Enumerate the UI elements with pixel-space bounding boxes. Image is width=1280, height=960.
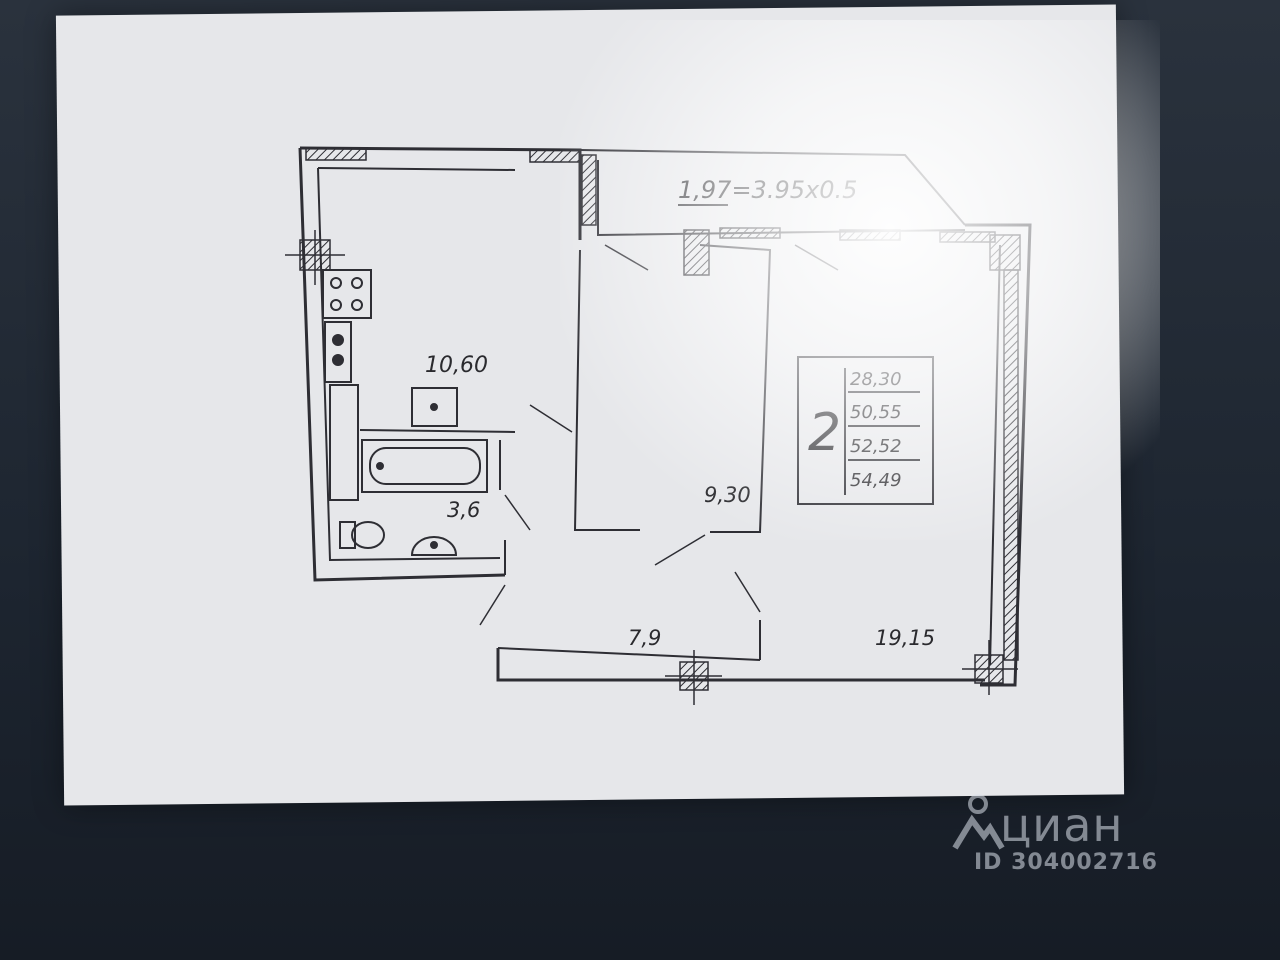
wall-left [298, 147, 506, 582]
watermark: циан ID 304002716 [950, 790, 1190, 890]
bathtub-icon [361, 439, 488, 493]
watermark-brand: циан [1000, 798, 1124, 852]
kitchen-cabinet-icon [329, 384, 359, 501]
wall-bottom-inner [497, 647, 761, 661]
washbasin-icon [410, 536, 458, 556]
kitchen-sink-icon [411, 387, 458, 427]
wall-bathroom-top [359, 429, 516, 433]
hall-area-label: 7,9 [628, 626, 661, 650]
door-balcony-right [794, 244, 839, 271]
column-hatch-1 [683, 229, 710, 276]
bedroom-area-label: 9,30 [704, 483, 751, 507]
window-hatch-3 [839, 229, 901, 241]
stove-icon [322, 269, 372, 319]
kitchen-area-label: 10,60 [425, 353, 488, 378]
wall-top-left-inner [317, 167, 516, 171]
door-entry [479, 584, 506, 626]
cian-logo-icon [952, 794, 1005, 850]
toilet-icon [339, 521, 356, 549]
watermark-listing-id: ID 304002716 [974, 850, 1158, 875]
door-bathroom [504, 494, 531, 531]
door-balcony-left [604, 244, 649, 271]
balcony-formula: 1,97=3.95x0.5 [678, 176, 857, 204]
kitchen-counter-icon [324, 321, 352, 383]
wall-right-inner [989, 244, 1001, 666]
wall-hatch-top-mid [529, 149, 581, 163]
door-living [734, 571, 761, 613]
door-bedroom [654, 534, 706, 566]
window-hatch-1 [719, 227, 781, 239]
wall-bottom [496, 648, 985, 682]
wall-hatch-right [1003, 269, 1019, 661]
wall-hatch-top-left [305, 147, 367, 161]
wall-hatch-balcony-left [581, 154, 597, 226]
bathroom-area-label: 3,6 [447, 498, 480, 522]
wall-right [965, 223, 1032, 687]
total-with-balcony-value: 52,52 [850, 436, 902, 457]
living-total-value: 28,30 [850, 369, 902, 390]
window-hatch-2 [939, 231, 996, 243]
room-count: 2 [808, 403, 841, 463]
total-area-value: 50,55 [850, 402, 902, 423]
living-area-label: 19,15 [875, 626, 935, 650]
total-area-full-value: 54,49 [850, 470, 902, 491]
door-kitchen [529, 404, 573, 433]
wall-bedroom-left [573, 249, 640, 531]
